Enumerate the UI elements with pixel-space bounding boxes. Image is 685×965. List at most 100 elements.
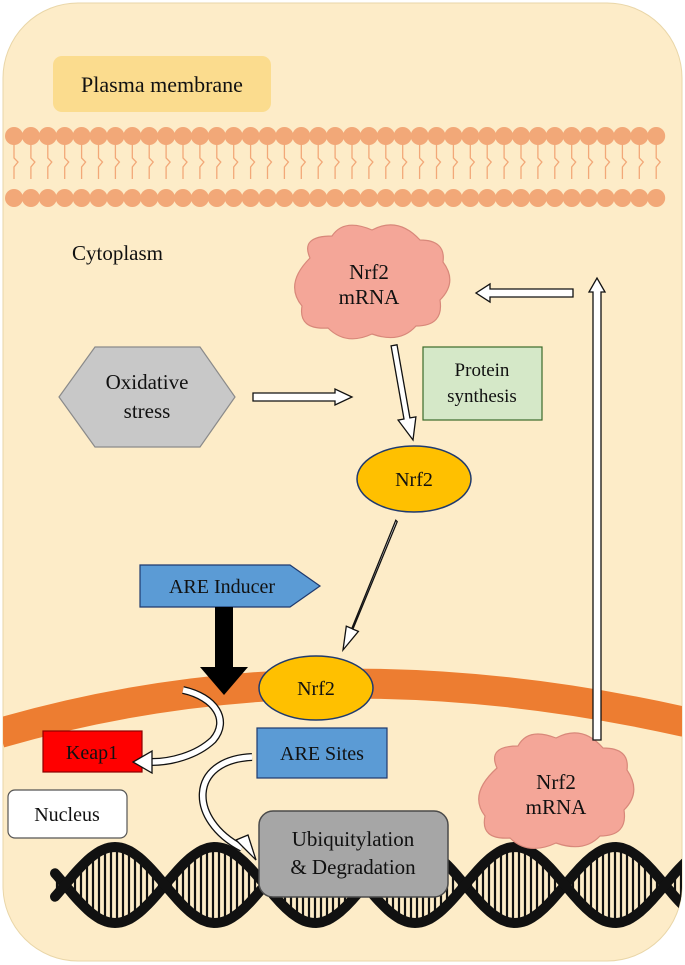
lipid-head bbox=[528, 189, 547, 207]
lipid-head bbox=[613, 127, 632, 145]
lipid-head bbox=[630, 127, 649, 145]
lipid-head bbox=[393, 127, 412, 145]
lipid-head bbox=[224, 127, 243, 145]
lipid-head bbox=[461, 189, 480, 207]
lipid-tail bbox=[486, 144, 493, 179]
lipid-head bbox=[309, 189, 328, 207]
lipid-tail bbox=[182, 144, 188, 179]
lipid-head bbox=[123, 127, 142, 145]
lipid-tail bbox=[368, 144, 374, 179]
lipid-head bbox=[275, 189, 294, 207]
lipid-tail bbox=[587, 144, 594, 179]
lipid-head bbox=[21, 127, 40, 145]
lipid-tail bbox=[435, 144, 442, 179]
arrow-mrna-to-nrf2 bbox=[390, 344, 417, 442]
lipid-head bbox=[596, 189, 615, 207]
lipid-bilayer bbox=[5, 127, 666, 207]
lipid-head bbox=[241, 189, 260, 207]
protein-synthesis-box: Protein synthesis bbox=[422, 346, 543, 421]
lipid-head bbox=[579, 189, 598, 207]
lipid-head bbox=[123, 189, 142, 207]
ubiquitylation-line1: Ubiquitylation bbox=[292, 827, 415, 851]
lipid-head bbox=[478, 189, 497, 207]
lipid-head bbox=[359, 127, 378, 145]
lipid-head bbox=[495, 189, 514, 207]
lipid-tail bbox=[165, 144, 171, 179]
are-sites-box bbox=[256, 727, 388, 779]
lipid-tail bbox=[452, 144, 459, 179]
lipid-tail bbox=[199, 144, 205, 179]
lipid-head bbox=[174, 189, 192, 207]
lipid-tail bbox=[13, 144, 19, 179]
lipid-tail bbox=[402, 144, 408, 179]
lipid-tail bbox=[385, 144, 391, 179]
plasma-membrane-label-box bbox=[53, 56, 271, 112]
ubiquitylation-box bbox=[258, 810, 449, 898]
lipid-head bbox=[478, 127, 497, 145]
lipid-head bbox=[309, 127, 328, 145]
plasma-membrane-label: Plasma membrane bbox=[81, 72, 243, 97]
lipid-tail bbox=[30, 144, 36, 179]
lipid-head bbox=[190, 127, 209, 145]
lipid-head bbox=[72, 189, 91, 207]
keap1-box bbox=[42, 730, 143, 773]
nucleus-box bbox=[7, 789, 128, 839]
lipid-head bbox=[630, 189, 649, 207]
lipid-head bbox=[55, 189, 74, 207]
keap1-label: Keap1 bbox=[66, 742, 118, 764]
lipid-head bbox=[647, 189, 666, 207]
lipid-head bbox=[174, 127, 192, 145]
lipid-head bbox=[495, 127, 514, 145]
nrf2-mrna-cloud-top: Nrf2 mRNA bbox=[294, 224, 451, 340]
lipid-tail bbox=[503, 144, 509, 179]
lipid-tail bbox=[300, 144, 307, 179]
lipid-tail bbox=[537, 144, 543, 179]
lipid-tail bbox=[114, 144, 121, 179]
lipid-head bbox=[157, 189, 176, 207]
lipid-head bbox=[89, 189, 108, 207]
lipid-head bbox=[359, 189, 378, 207]
lipid-tail bbox=[520, 144, 526, 179]
lipid-tail bbox=[233, 144, 239, 179]
arrow-oxidative-to-nrf2 bbox=[252, 387, 354, 407]
are-inducer-arrow bbox=[200, 607, 248, 695]
lipid-head bbox=[393, 189, 412, 207]
nrf2-membrane-label: Nrf2 bbox=[297, 678, 335, 700]
lipid-head bbox=[410, 189, 429, 207]
lipid-head bbox=[545, 127, 564, 145]
lipid-head bbox=[613, 189, 632, 207]
lipid-head bbox=[106, 127, 125, 145]
lipid-tail bbox=[554, 144, 560, 179]
nrf2-mrna-top-line2: mRNA bbox=[339, 285, 401, 309]
arrow-to-mrna-top bbox=[474, 282, 574, 304]
lipid-tail bbox=[317, 144, 324, 179]
lipid-tail bbox=[334, 144, 340, 179]
lipid-head bbox=[461, 127, 480, 145]
lipid-head bbox=[596, 127, 615, 145]
lipid-tail bbox=[604, 144, 611, 179]
lipid-head bbox=[5, 189, 23, 207]
are-inducer-label: ARE Inducer bbox=[169, 576, 275, 598]
ubiquitylation-line2: & Degradation bbox=[290, 855, 416, 879]
lipid-head bbox=[258, 189, 277, 207]
lipid-tail bbox=[655, 144, 662, 179]
lipid-tail bbox=[266, 144, 273, 179]
nucleus-label: Nucleus bbox=[34, 804, 100, 826]
lipid-tail bbox=[418, 144, 425, 179]
oxidative-stress-node: Oxidative stress bbox=[58, 346, 236, 448]
lipid-head bbox=[579, 127, 598, 145]
lipid-tail bbox=[216, 144, 222, 179]
arrow-curved-to-ubiquitylation bbox=[198, 753, 257, 861]
lipid-head bbox=[38, 189, 57, 207]
lipid-head bbox=[140, 127, 159, 145]
lipid-head bbox=[207, 127, 226, 145]
oxidative-stress-line2: stress bbox=[124, 399, 171, 423]
cytoplasm-label: Cytoplasm bbox=[72, 241, 163, 265]
lipid-head bbox=[258, 127, 277, 145]
nrf2-membrane-node bbox=[258, 655, 374, 721]
lipid-tail bbox=[131, 144, 138, 179]
nrf2-cytoplasm-node bbox=[356, 445, 472, 513]
nrf2-mrna-cloud-bottom: Nrf2 mRNA bbox=[478, 732, 635, 849]
